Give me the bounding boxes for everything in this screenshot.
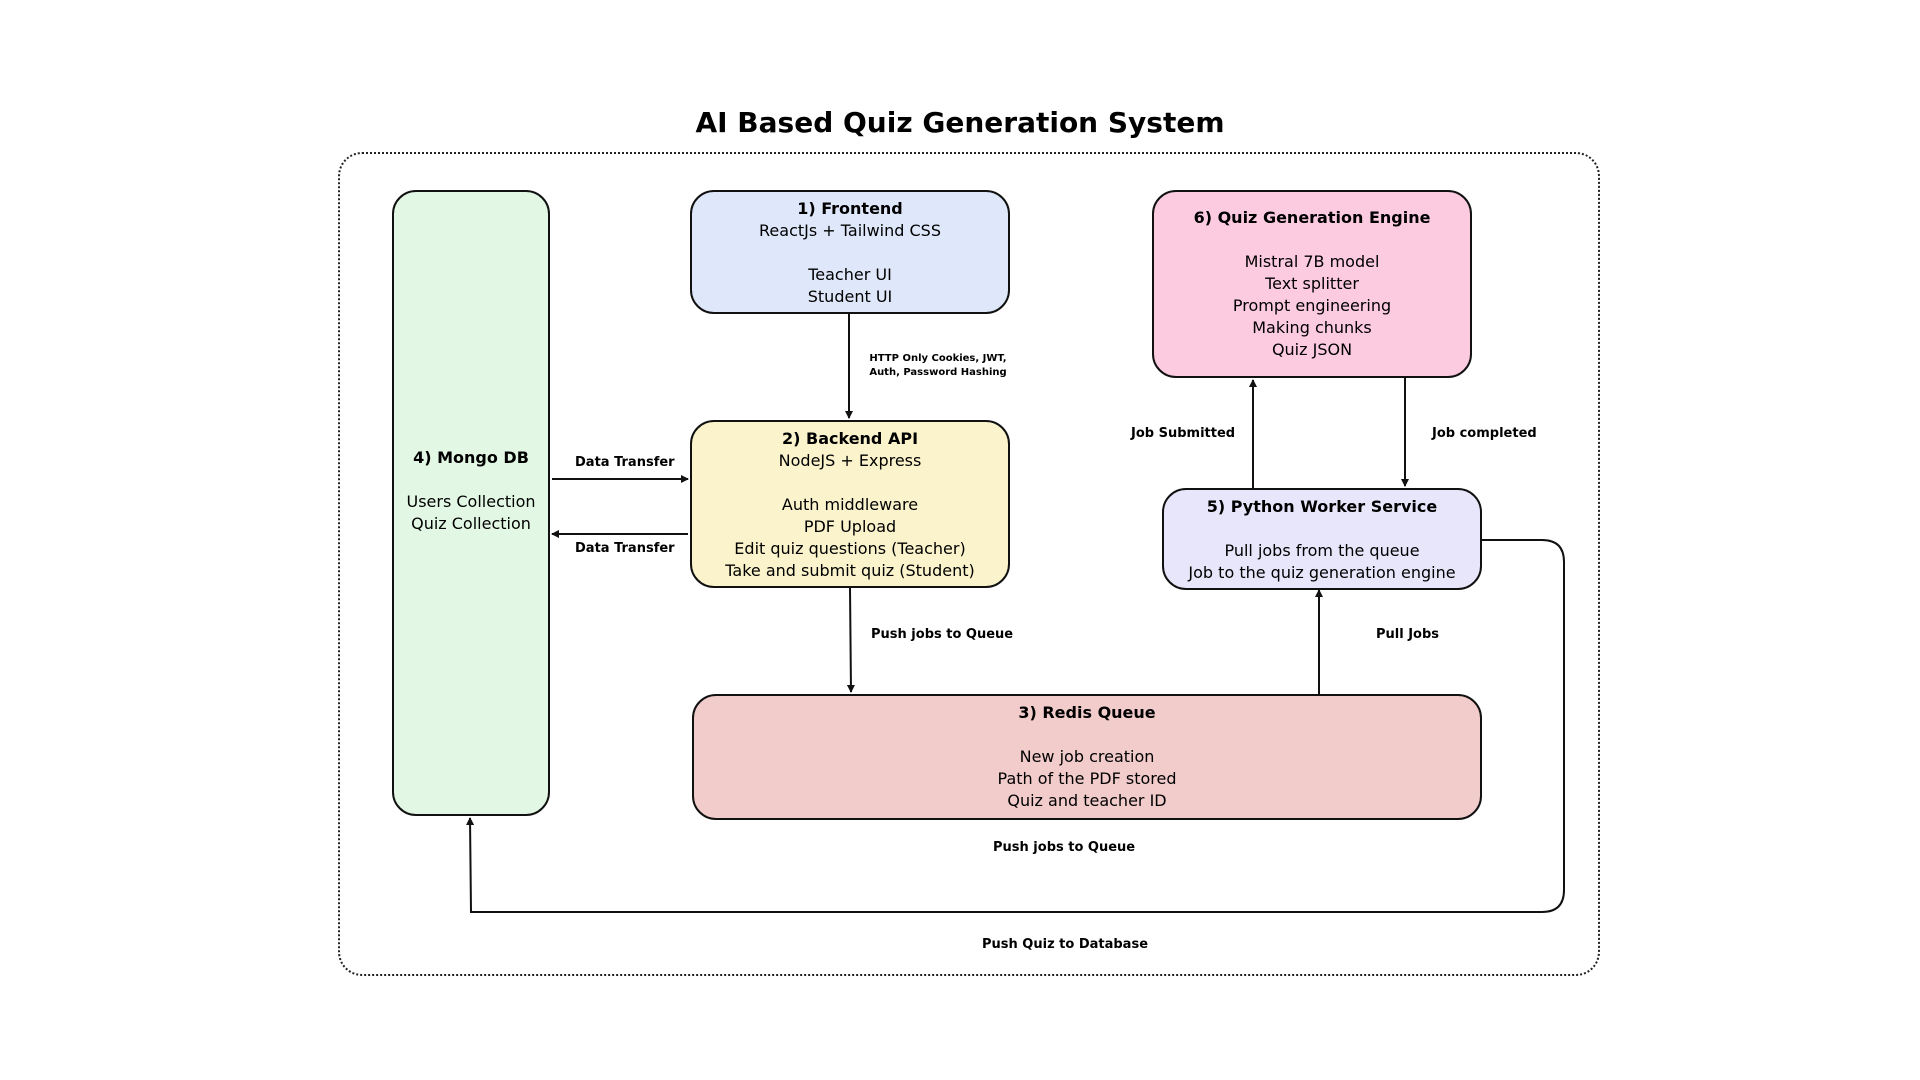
- frontend-student-ui: Student UI: [807, 287, 893, 306]
- redis-heading: 3) Redis Queue: [1018, 703, 1156, 722]
- label-auth-details: HTTP Only Cookies, JWT, Auth, Password H…: [864, 352, 1012, 380]
- engine-text-splitter: Text splitter: [1265, 274, 1359, 293]
- backend-take-quiz: Take and submit quiz (Student): [725, 561, 975, 580]
- backend-pdf-upload: PDF Upload: [803, 517, 897, 536]
- frontend-heading: 1) Frontend: [797, 199, 903, 218]
- label-pull-jobs: Pull Jobs: [1376, 627, 1440, 642]
- engine-quiz-json: Quiz JSON: [1271, 340, 1353, 359]
- label-auth-line2: Auth, Password Hashing: [869, 367, 1007, 378]
- mongo-quiz-collection: Quiz Collection: [411, 514, 531, 533]
- arrow-backend-to-redis: [846, 587, 855, 693]
- label-push-quiz-db: Push Quiz to Database: [982, 937, 1149, 952]
- diagram-title: AI Based Quiz Generation System: [695, 106, 1225, 139]
- label-push-jobs-queue-bottom: Push jobs to Queue: [993, 840, 1136, 855]
- frontend-stack: ReactJs + Tailwind CSS: [759, 221, 941, 240]
- label-job-completed: Job completed: [1432, 426, 1537, 441]
- mongo-heading: 4) Mongo DB: [413, 448, 529, 467]
- python-pull-jobs: Pull jobs from the queue: [1224, 541, 1420, 560]
- frontend-teacher-ui: Teacher UI: [808, 265, 892, 284]
- python-job-to-engine: Job to the quiz generation engine: [1188, 563, 1456, 582]
- mongo-db-box: 4) Mongo DB Users Collection Quiz Collec…: [392, 190, 550, 816]
- redis-queue-box: 3) Redis Queue New job creation Path of …: [692, 694, 1482, 820]
- backend-stack: NodeJS + Express: [778, 451, 922, 470]
- engine-making-chunks: Making chunks: [1252, 318, 1372, 337]
- mongo-users-collection: Users Collection: [406, 492, 536, 511]
- quiz-engine-box: 6) Quiz Generation Engine Mistral 7B mod…: [1152, 190, 1472, 378]
- label-push-jobs-queue: Push jobs to Queue: [871, 627, 1014, 642]
- label-auth-line1: HTTP Only Cookies, JWT,: [869, 353, 1007, 364]
- arrow-python-to-mongo: [466, 539, 1565, 913]
- python-worker-box: 5) Python Worker Service Pull jobs from …: [1162, 488, 1482, 590]
- engine-mistral-model: Mistral 7B model: [1244, 252, 1380, 271]
- redis-new-job: New job creation: [1019, 747, 1155, 766]
- backend-api-box: 2) Backend API NodeJS + Express Auth mid…: [690, 420, 1010, 588]
- backend-heading: 2) Backend API: [781, 429, 919, 448]
- engine-prompt-engineering: Prompt engineering: [1232, 296, 1392, 315]
- redis-quiz-teacher-id: Quiz and teacher ID: [1007, 791, 1167, 810]
- label-data-transfer-in: Data Transfer: [575, 455, 675, 470]
- redis-pdf-path: Path of the PDF stored: [997, 769, 1177, 788]
- backend-auth-middleware: Auth middleware: [781, 495, 919, 514]
- system-boundary: [338, 152, 1600, 976]
- label-data-transfer-out: Data Transfer: [575, 541, 675, 556]
- label-job-submitted: Job Submitted: [1131, 426, 1236, 441]
- frontend-box: 1) Frontend ReactJs + Tailwind CSS Teach…: [690, 190, 1010, 314]
- engine-heading: 6) Quiz Generation Engine: [1193, 208, 1431, 227]
- backend-edit-quiz: Edit quiz questions (Teacher): [734, 539, 966, 558]
- python-heading: 5) Python Worker Service: [1206, 497, 1438, 516]
